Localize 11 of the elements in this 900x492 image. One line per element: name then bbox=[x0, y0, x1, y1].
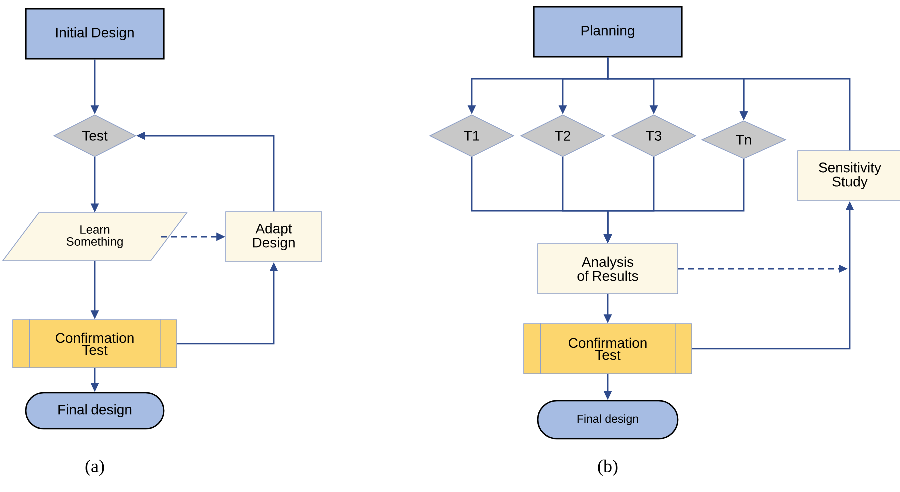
process-box: Sensitivity Study bbox=[798, 150, 900, 202]
start-box: Planning bbox=[533, 6, 683, 58]
terminal-box: Final design bbox=[25, 392, 165, 430]
start-box: Initial Design bbox=[25, 8, 165, 60]
subfigure-label: (a) bbox=[86, 460, 104, 476]
predefined-process-box: Confirmation Test bbox=[524, 323, 692, 375]
subfigure-label: (b) bbox=[598, 460, 618, 476]
process-box: Adapt Design bbox=[226, 212, 322, 262]
terminal-box: Final design bbox=[537, 400, 679, 440]
predefined-process-box: Confirmation Test bbox=[12, 319, 178, 369]
process-box: Analysis of Results bbox=[538, 244, 678, 294]
